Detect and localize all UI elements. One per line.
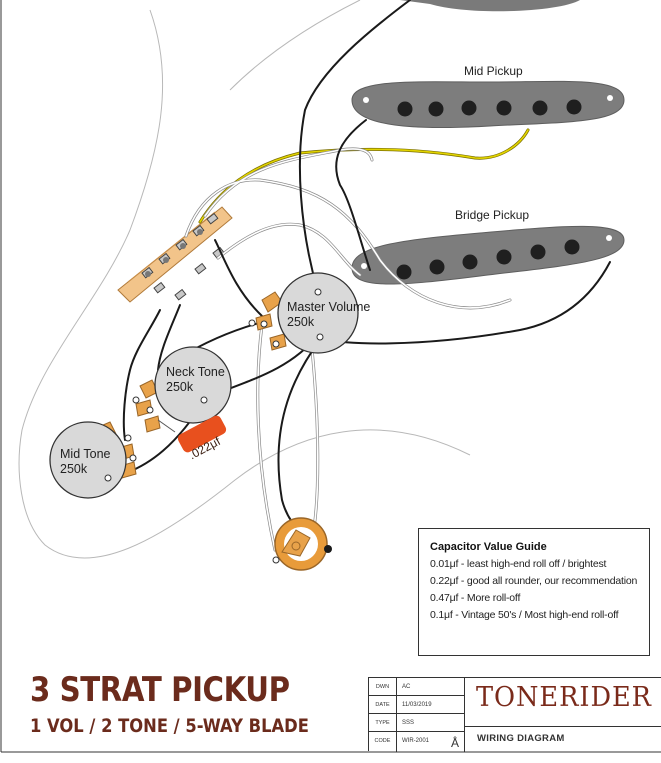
diagram-subtitle: 1 VOL / 2 TONE / 5-WAY BLADE bbox=[30, 715, 309, 737]
title-block-divider bbox=[465, 726, 661, 727]
master-volume-value: 250k bbox=[287, 315, 315, 329]
neck-tone-name: Neck Tone bbox=[166, 365, 225, 379]
capacitor-guide-row: 0.1μf - Vintage 50's / Most high-end rol… bbox=[430, 609, 619, 621]
title-block-value: AC bbox=[402, 684, 411, 690]
pickguard-outline bbox=[18, 0, 471, 559]
title-block-value: WIR-2001 bbox=[402, 738, 430, 744]
brand-name: TONERIDER bbox=[476, 682, 652, 713]
capacitor-guide-row: 0.01μf - least high-end roll off / brigh… bbox=[430, 558, 607, 570]
mid-tone-pot bbox=[49, 421, 137, 499]
title-block-key: CODE bbox=[369, 732, 397, 752]
title-block-divider bbox=[464, 678, 465, 752]
capacitor-guide-row: 0.47μf - More roll-off bbox=[430, 592, 521, 604]
mid-pickup bbox=[351, 80, 625, 129]
title-block-key: DWN bbox=[369, 678, 397, 695]
five-way-switch bbox=[117, 206, 233, 303]
neck-tone-value: 250k bbox=[166, 380, 194, 394]
master-volume-pot bbox=[248, 272, 359, 354]
title-block-row: TYPE SSS bbox=[369, 714, 464, 732]
title-block: DWN AC DATE 11/03/2019 TYPE SSS CODE WIR… bbox=[368, 677, 661, 752]
master-volume-name: Master Volume bbox=[287, 300, 370, 314]
output-jack bbox=[272, 517, 332, 571]
capacitor-value-guide: Capacitor Value Guide 0.01μf - least hig… bbox=[418, 528, 650, 656]
title-block-value: SSS bbox=[402, 720, 415, 726]
mid-pickup-label: Mid Pickup bbox=[464, 64, 523, 78]
capacitor-guide-row: 0.22μf - good all rounder, our recommend… bbox=[430, 575, 638, 587]
title-block-value: 11/03/2019 bbox=[402, 702, 432, 708]
bridge-pickup-label: Bridge Pickup bbox=[455, 208, 529, 222]
title-block-row: DATE 11/03/2019 bbox=[369, 696, 464, 714]
title-block-key: DATE bbox=[369, 696, 397, 713]
mid-tone-name: Mid Tone bbox=[60, 447, 111, 461]
wiring-diagram-label: WIRING DIAGRAM bbox=[477, 733, 565, 744]
neck-tone-pot bbox=[132, 346, 232, 433]
neck-pickup bbox=[400, 0, 580, 12]
mid-tone-value: 250k bbox=[60, 462, 88, 476]
title-block-key: TYPE bbox=[369, 714, 397, 731]
title-block-row: CODE WIR-2001 bbox=[369, 732, 464, 752]
tonerider-logo-icon: Å bbox=[451, 736, 460, 750]
diagram-title: 3 STRAT PICKUP bbox=[30, 670, 290, 710]
bridge-pickup bbox=[351, 225, 625, 285]
title-block-row: DWN AC bbox=[369, 678, 464, 696]
capacitor-guide-title: Capacitor Value Guide bbox=[430, 541, 547, 553]
